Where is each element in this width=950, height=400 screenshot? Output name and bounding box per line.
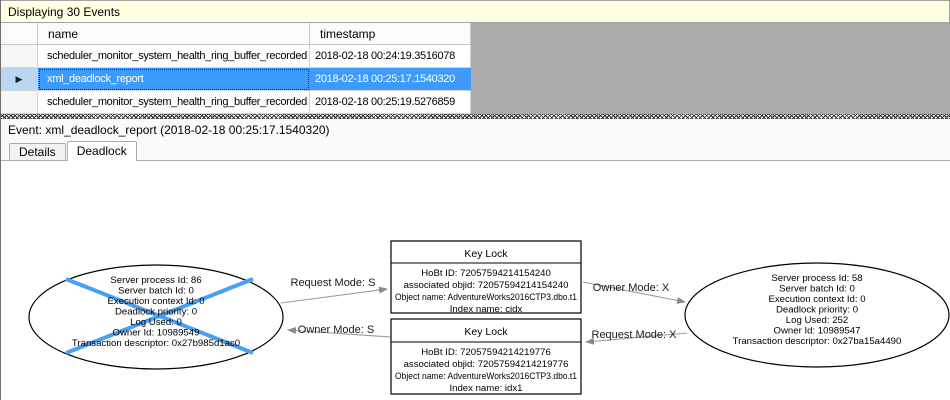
svg-text:Execution context Id: 0: Execution context Id: 0 xyxy=(107,296,204,307)
process-node[interactable]: Server process Id: 58 Server batch Id: 0… xyxy=(684,262,950,368)
pane-splitter[interactable] xyxy=(1,114,950,119)
table-row-2-timestamp[interactable]: 2018-02-18 00:25:17.1540320 xyxy=(310,68,471,91)
svg-text:Server batch Id: 0: Server batch Id: 0 xyxy=(118,286,194,297)
process-node-victim[interactable]: Server process Id: 86 Server batch Id: 0… xyxy=(28,264,284,370)
tab-details[interactable]: Details xyxy=(9,143,66,160)
svg-text:Owner Id: 10989549: Owner Id: 10989549 xyxy=(113,328,200,339)
row-gutter[interactable] xyxy=(1,45,38,68)
row-gutter-selected[interactable]: ▶ xyxy=(1,68,38,91)
svg-text:Server process Id: 58: Server process Id: 58 xyxy=(771,273,862,284)
table-row-3-name[interactable]: scheduler_monitor_system_health_ring_buf… xyxy=(38,91,310,114)
current-row-marker-icon: ▶ xyxy=(15,73,23,84)
svg-text:associated objid: 720575942142: associated objid: 72057594214219776 xyxy=(404,359,569,370)
column-header-name[interactable]: name xyxy=(38,23,310,45)
svg-text:Index name: cidx: Index name: cidx xyxy=(450,304,523,315)
edge-label-owner-x: Owner Mode: X xyxy=(593,282,670,294)
column-header-timestamp[interactable]: timestamp xyxy=(310,23,471,45)
edge-request-s: Request Mode: S xyxy=(280,277,388,304)
svg-text:Execution context Id: 0: Execution context Id: 0 xyxy=(768,294,865,305)
event-label-strip: Event: xml_deadlock_report (2018-02-18 0… xyxy=(1,119,950,140)
svg-text:associated objid: 720575942141: associated objid: 72057594214154240 xyxy=(404,280,569,291)
resource-node-keylock-top[interactable]: Key Lock HoBt ID: 72057594214154240 asso… xyxy=(390,240,582,315)
events-count-header: Displaying 30 Events xyxy=(1,0,950,23)
svg-text:Transaction descriptor: 0x27ba: Transaction descriptor: 0x27ba15a4490 xyxy=(733,336,902,347)
svg-text:Object name: AdventureWorks201: Object name: AdventureWorks2016CTP3.dbo.… xyxy=(395,292,577,303)
edge-owner-s: Owner Mode: S xyxy=(287,324,392,338)
svg-text:Key Lock: Key Lock xyxy=(464,326,508,338)
table-row-1-timestamp[interactable]: 2018-02-18 00:24:19.3516078 xyxy=(310,45,471,68)
svg-text:Log Used: 0: Log Used: 0 xyxy=(130,317,182,328)
edge-label-request-x: Request Mode: X xyxy=(592,329,678,341)
svg-text:Server process Id: 86: Server process Id: 86 xyxy=(110,275,201,286)
svg-text:HoBt ID: 72057594214154240: HoBt ID: 72057594214154240 xyxy=(421,268,551,279)
edge-label-request-s: Request Mode: S xyxy=(291,277,376,289)
svg-text:Owner Id: 10989547: Owner Id: 10989547 xyxy=(774,326,861,337)
table-row-2-name[interactable]: xml_deadlock_report xyxy=(38,68,310,91)
edge-request-x: Request Mode: X xyxy=(585,329,688,345)
svg-text:Key Lock: Key Lock xyxy=(464,248,508,260)
grid-corner-cell xyxy=(1,23,38,45)
resource-node-keylock-bottom[interactable]: Key Lock HoBt ID: 72057594214219776 asso… xyxy=(390,318,582,395)
table-row-3-timestamp[interactable]: 2018-02-18 00:25:19.5276859 xyxy=(310,91,471,114)
svg-text:Deadlock priority: 0: Deadlock priority: 0 xyxy=(776,305,858,316)
svg-text:HoBt ID: 72057594214219776: HoBt ID: 72057594214219776 xyxy=(421,347,551,358)
events-grid: name timestamp scheduler_monitor_system_… xyxy=(1,23,950,114)
deadlock-graph: Request Mode: S Owner Mode: S Owner Mode… xyxy=(28,240,950,395)
detail-tabs: Details Deadlock xyxy=(1,140,950,161)
svg-text:Object name: AdventureWorks201: Object name: AdventureWorks2016CTP3.dbo.… xyxy=(395,371,577,382)
svg-text:Log Used: 252: Log Used: 252 xyxy=(786,315,848,326)
svg-text:Server batch Id: 0: Server batch Id: 0 xyxy=(779,284,855,295)
edge-label-owner-s: Owner Mode: S xyxy=(298,324,374,336)
event-label: Event: xml_deadlock_report (2018-02-18 0… xyxy=(8,122,330,137)
events-count-label: Displaying 30 Events xyxy=(8,4,121,19)
deadlock-graph-panel: Request Mode: S Owner Mode: S Owner Mode… xyxy=(1,160,950,400)
tab-deadlock[interactable]: Deadlock xyxy=(66,141,137,161)
svg-text:Deadlock priority: 0: Deadlock priority: 0 xyxy=(115,307,197,318)
row-gutter[interactable] xyxy=(1,91,38,114)
table-row-1-name[interactable]: scheduler_monitor_system_health_ring_buf… xyxy=(38,45,310,68)
grid-header-filler xyxy=(471,23,950,45)
svg-text:Transaction descriptor: 0x27b9: Transaction descriptor: 0x27b985d1ac0 xyxy=(72,338,240,349)
svg-text:Index name: idx1: Index name: idx1 xyxy=(449,383,522,394)
edge-owner-x: Owner Mode: X xyxy=(582,281,686,304)
